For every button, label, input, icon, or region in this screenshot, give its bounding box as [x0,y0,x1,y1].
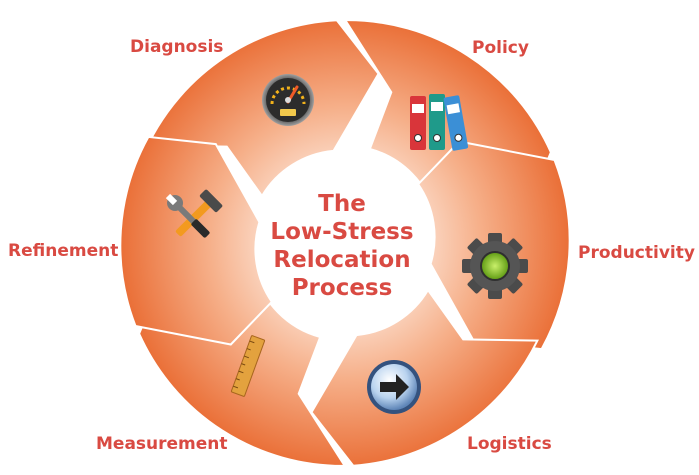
speedometer-gauge-icon [262,74,314,126]
stage-label-refinement: Refinement [8,241,119,261]
center-title-line-3: Relocation [273,247,411,273]
stage-label-logistics: Logistics [467,434,552,454]
stage-label-measurement: Measurement [96,434,228,454]
segment-diagnosis [146,19,380,198]
center-title-line-4: Process [291,275,393,301]
segment-refinement [119,135,274,346]
stage-label-diagnosis: Diagnosis [130,37,224,57]
center-title-line-1: The [318,191,366,217]
ruler-icon [230,335,266,397]
stage-label-policy: Policy [472,38,529,58]
center-title-line-2: Low-Stress [270,219,414,245]
stage-label-productivity: Productivity [578,243,695,263]
arrow-button-icon [367,360,421,414]
center-title: The Low-Stress Relocation Process [262,190,422,302]
center-disc [263,161,427,325]
binders-icon [410,94,469,151]
gear-icon [462,233,528,299]
wrench-hammer-icon [165,189,223,238]
segment-logistics [310,288,539,467]
